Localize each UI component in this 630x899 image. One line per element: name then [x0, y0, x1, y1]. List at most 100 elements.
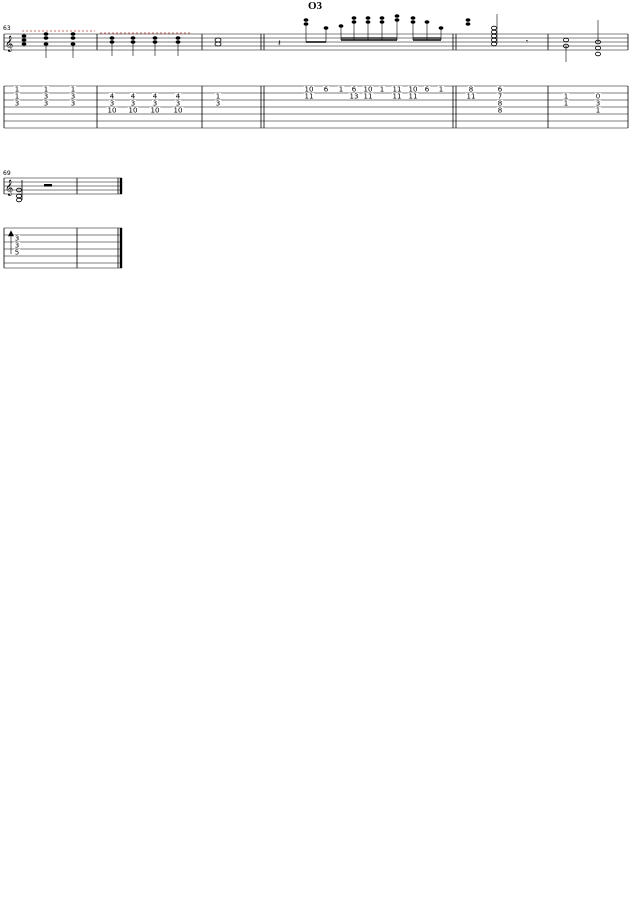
tab-fret-number: 10: [409, 86, 418, 94]
tab-number-bg: [496, 86, 504, 92]
tab-fret-number: 10: [305, 86, 314, 94]
tab-number-bg: [496, 100, 504, 106]
beams-measure-66: [305, 20, 442, 43]
tab-number-bg: [106, 107, 118, 113]
tab-fret-number: 3: [71, 100, 75, 108]
tab-fret-number: 3: [44, 93, 48, 101]
tab-fret-number: 10: [151, 107, 160, 115]
tab-number-bg: [391, 86, 403, 92]
tab-number-bg: [69, 93, 77, 99]
tab-fret-number: 3: [15, 235, 19, 243]
tab-number-bg: [362, 93, 374, 99]
tab-number-bg: [423, 86, 431, 92]
tab-fret-number: 3: [153, 100, 157, 108]
tab-number-bg: [174, 93, 182, 99]
tab-number-bg: [350, 86, 358, 92]
tab-number-bg: [465, 93, 477, 99]
melody-notes-measure-66: 𝄽: [278, 14, 444, 49]
tab-barlines-system-2: [3, 228, 123, 268]
measure-number: 69: [3, 170, 11, 177]
tab-fret-number: 13: [350, 93, 359, 101]
tab-fret-number: 1: [380, 86, 384, 94]
tab-fret-number: 3: [71, 93, 75, 101]
treble-clef-icon: 𝄞: [5, 36, 13, 52]
tab-fret-number: 11: [305, 93, 314, 101]
tab-fret-number: 3: [596, 100, 600, 108]
tab-number-bg: [348, 93, 360, 99]
tab-fret-number: 1: [44, 86, 48, 94]
tab-number-bg: [13, 242, 21, 248]
tab-fret-number: 3: [110, 100, 114, 108]
tab-fret-number: 1: [216, 93, 220, 101]
tab-fret-numbers: 335: [13, 235, 21, 257]
half-rest-icon: [44, 184, 52, 187]
tab-number-bg: [13, 93, 21, 99]
tab-number-bg: [151, 100, 159, 106]
song-title: O3: [307, 0, 323, 12]
tab-fret-number: 11: [393, 93, 402, 101]
tab-number-bg: [69, 86, 77, 92]
tab-fret-number: 3: [15, 100, 19, 108]
tab-fret-number: 3: [131, 100, 135, 108]
tab-number-bg: [127, 107, 139, 113]
tab-number-bg: [174, 100, 182, 106]
tab-fret-number: 1: [15, 86, 19, 94]
staff-system-2: [4, 177, 122, 195]
tab-number-bg: [594, 93, 602, 99]
tab-fret-number: 10: [129, 107, 138, 115]
tab-number-bg: [13, 235, 21, 241]
tab-fret-number: 4: [153, 93, 158, 101]
chord-notes-measure-67: 𝄾: [465, 18, 602, 57]
tab-number-bg: [303, 93, 315, 99]
tab-fret-number: 11: [393, 86, 402, 94]
tab-number-bg: [13, 249, 21, 255]
tab-number-bg: [407, 86, 419, 92]
tab-number-bg: [391, 93, 403, 99]
tab-fret-number: 6: [498, 86, 503, 94]
tab-fret-number: 1: [15, 93, 19, 101]
svg-text:𝄾: 𝄾: [526, 37, 528, 46]
tab-number-bg: [149, 107, 161, 113]
tab-barlines-system-1: [3, 86, 629, 128]
tab-number-bg: [467, 86, 475, 92]
tab-fret-number: 6: [425, 86, 430, 94]
tab-number-bg: [594, 107, 602, 113]
tab-number-bg: [42, 93, 50, 99]
tab-fret-number: 1: [439, 86, 443, 94]
barlines-system-1: [3, 34, 629, 50]
tab-fret-number: 10: [364, 86, 373, 94]
tab-fret-number: 10: [174, 107, 183, 115]
tab-number-bg: [214, 93, 222, 99]
tab-number-bg: [214, 100, 222, 106]
measure-number: 63: [3, 25, 11, 32]
tab-number-bg: [13, 86, 21, 92]
tab-fret-number: 11: [409, 93, 418, 101]
tab-fret-number: 3: [176, 100, 180, 108]
tab-fret-number: 4: [176, 93, 181, 101]
tab-fret-number: 10: [108, 107, 117, 115]
tab-number-bg: [303, 86, 315, 92]
tab-number-bg: [108, 100, 116, 106]
tab-number-bg: [562, 93, 570, 99]
tab-fret-number: 3: [44, 100, 48, 108]
tab-number-bg: [42, 86, 50, 92]
tab-number-bg: [13, 100, 21, 106]
stems-measure-67: [496, 14, 599, 62]
tab-number-bg: [69, 100, 77, 106]
tab-fret-number: 4: [110, 93, 115, 101]
tab-fret-number: 5: [15, 249, 19, 257]
tab-number-bg: [151, 93, 159, 99]
tab-number-bg: [108, 93, 116, 99]
barlines-system-2: [3, 178, 123, 194]
arpeggio-arrow-icon: [8, 230, 14, 254]
tab-fret-number: 4: [131, 93, 136, 101]
tab-number-bg: [594, 100, 602, 106]
tab-fret-number: 6: [352, 86, 357, 94]
tab-fret-number: 0: [596, 93, 600, 101]
tab-staff-system-1: [4, 85, 628, 129]
tab-number-bg: [437, 86, 445, 92]
tab-fret-number: 6: [324, 86, 329, 94]
treble-clef-icon: 𝄞: [5, 180, 13, 196]
